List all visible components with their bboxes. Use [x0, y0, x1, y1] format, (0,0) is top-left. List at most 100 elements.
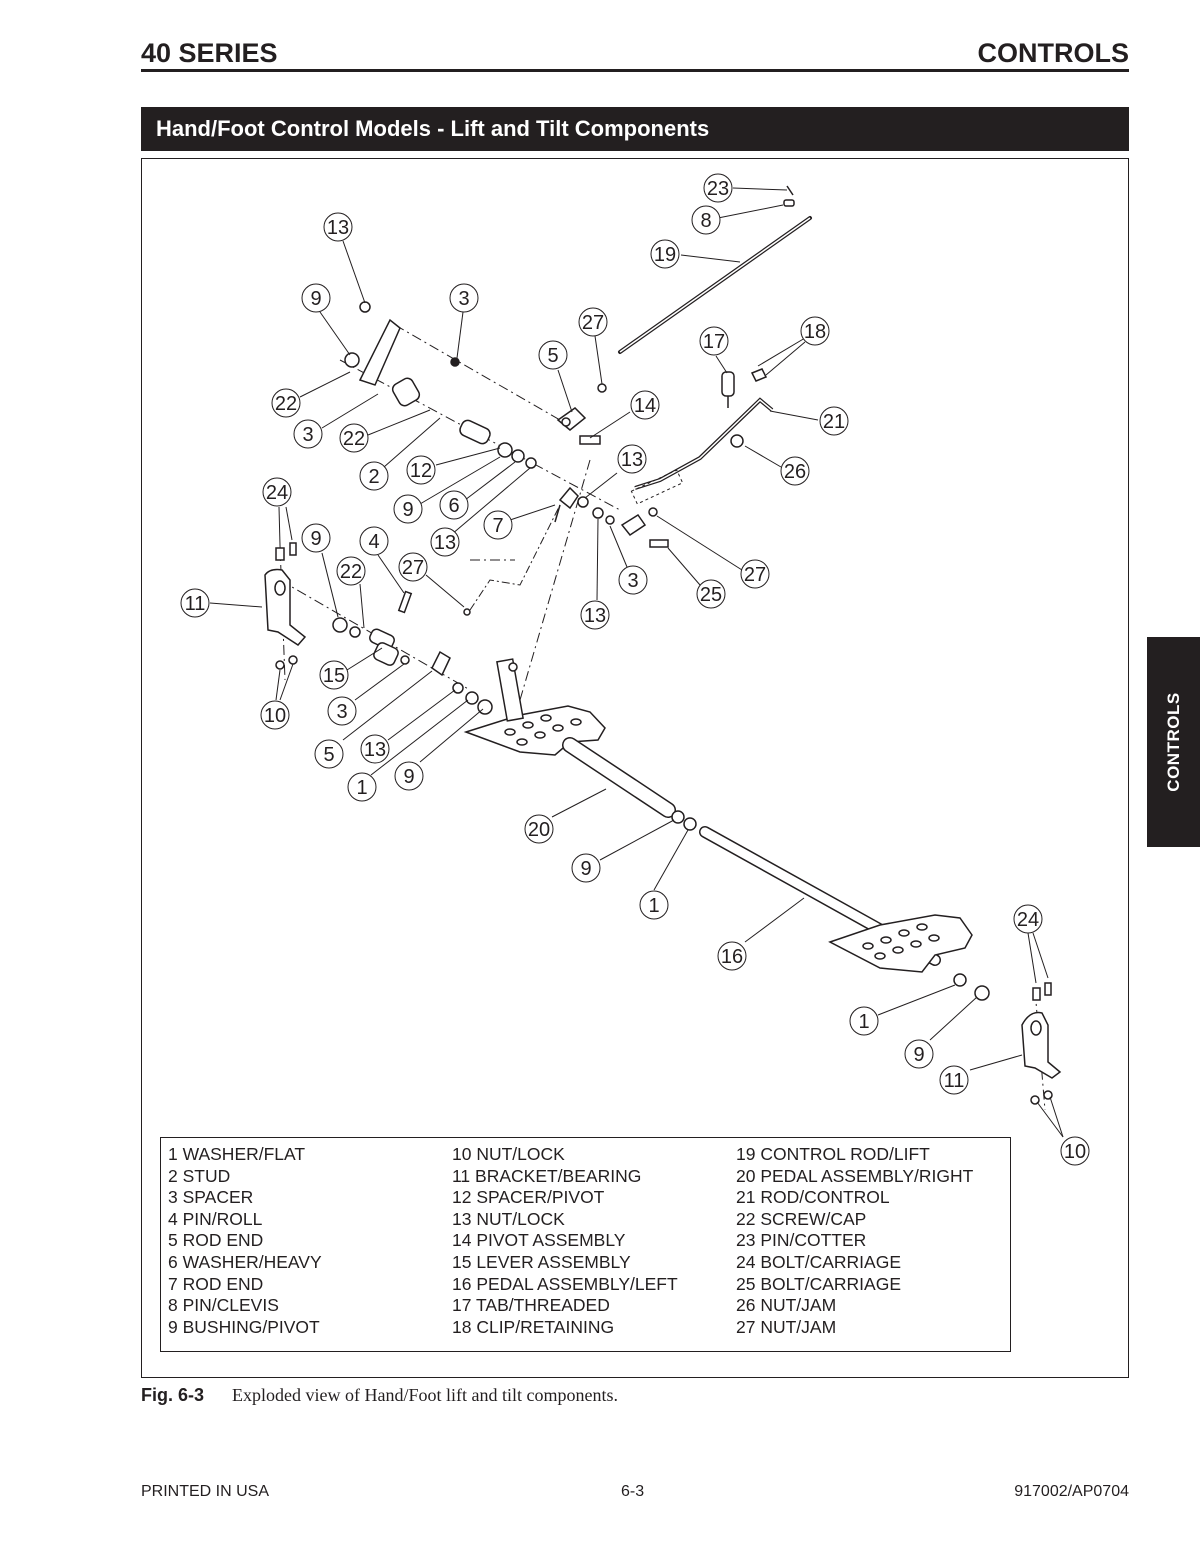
callout-9: 9 [301, 523, 331, 553]
callout-circle [630, 390, 660, 420]
callout-20: 20 [524, 814, 554, 844]
rod-end-center [554, 486, 669, 548]
callout-11: 11 [180, 588, 210, 618]
callout-27: 27 [398, 552, 428, 582]
callout-circle [696, 579, 726, 609]
figure-title-bar: Hand/Foot Control Models - Lift and Tilt… [141, 107, 1129, 151]
legend-item: 15 LEVER ASSEMBLY [452, 1251, 631, 1272]
callout-3: 3 [449, 283, 479, 313]
callout-number: 7 [492, 515, 503, 537]
callout-number: 13 [364, 739, 386, 761]
legend-item: 22 SCREW/CAP [736, 1208, 867, 1229]
callout-circle [449, 283, 479, 313]
figure-frame [141, 158, 1129, 1378]
callout-circle [360, 734, 390, 764]
legend-item: 23 PIN/COTTER [736, 1230, 867, 1251]
callout-number: 9 [403, 766, 414, 788]
callout-circle [319, 660, 349, 690]
rod-end-upper [556, 407, 601, 445]
side-tab-label: CONTROLS [1163, 692, 1183, 792]
legend-item: 14 PIVOT ASSEMBLY [452, 1230, 626, 1251]
footer-page-number: 6-3 [621, 1483, 645, 1500]
legend-item: 13 NUT/LOCK [452, 1208, 565, 1229]
threaded-end [630, 469, 684, 505]
callout-number: 3 [302, 424, 313, 446]
callout-circle [717, 941, 747, 971]
callout-number: 6 [448, 495, 459, 517]
callout-3: 3 [327, 696, 357, 726]
callout-3: 3 [618, 565, 648, 595]
callout-18: 18 [800, 316, 830, 346]
legend-item: 7 ROD END [168, 1273, 264, 1294]
callout-5: 5 [314, 739, 344, 769]
legend-item: 12 SPACER/PIVOT [452, 1187, 605, 1208]
callout-circle [359, 526, 389, 556]
control-rod-lift [618, 216, 812, 354]
callout-number: 25 [700, 584, 722, 606]
callout-1: 1 [347, 772, 377, 802]
legend-item: 4 PIN/ROLL [168, 1208, 263, 1229]
callout-number: 11 [185, 593, 206, 615]
section-side-tab[interactable]: CONTROLS [1147, 637, 1200, 847]
callout-circle [483, 510, 513, 540]
callout-number: 24 [1017, 909, 1039, 931]
callout-circle [314, 739, 344, 769]
callout-circle [639, 890, 669, 920]
callout-number: 5 [323, 744, 334, 766]
callout-circle [904, 1039, 934, 1069]
legend-item: 8 PIN/CLEVIS [168, 1295, 279, 1316]
legend-item: 11 BRACKET/BEARING [452, 1165, 642, 1186]
pedal-assembly-left [699, 826, 990, 1001]
callout-number: 1 [356, 777, 367, 799]
tab-threaded [721, 368, 768, 448]
callout-7: 7 [483, 510, 513, 540]
callout-22: 22 [271, 388, 301, 418]
callout-circle [800, 316, 830, 346]
callout-number: 12 [410, 460, 432, 482]
callout-circle [699, 326, 729, 356]
callout-leaders [209, 187, 1064, 1138]
callout-number: 1 [858, 1011, 869, 1033]
legend-item: 25 BOLT/CARRIAGE [736, 1273, 902, 1294]
callout-circle [691, 205, 721, 235]
callout-circle [430, 527, 460, 557]
legend-item: 27 NUT/JAM [736, 1316, 837, 1337]
zigzag-link-line [469, 504, 561, 611]
callout-number: 10 [264, 705, 286, 727]
assembly-centerlines [279, 324, 1046, 1111]
header-rule [141, 69, 1129, 72]
callout-9: 9 [393, 494, 423, 524]
callout-circle [339, 423, 369, 453]
legend-item: 3 SPACER [168, 1187, 254, 1208]
callout-4: 4 [359, 526, 389, 556]
callout-circle [524, 814, 554, 844]
callout-number: 3 [627, 570, 638, 592]
callout-13: 13 [323, 212, 353, 242]
callout-13: 13 [617, 444, 647, 474]
callout-circle [1060, 1136, 1090, 1166]
callout-circle [578, 307, 608, 337]
callout-number: 4 [368, 531, 379, 553]
callout-21: 21 [819, 406, 849, 436]
callout-25: 25 [696, 579, 726, 609]
callout-circle [406, 455, 436, 485]
legend-item: 21 ROD/CONTROL [736, 1187, 890, 1208]
callout-number: 22 [275, 393, 297, 415]
lever-assembly [332, 590, 493, 715]
callout-number: 22 [340, 561, 362, 583]
callout-circle [617, 444, 647, 474]
callout-9: 9 [301, 283, 331, 313]
callout-12: 12 [406, 455, 436, 485]
callout-number: 2 [368, 466, 379, 488]
callout-number: 13 [621, 449, 643, 471]
callout-13: 13 [580, 600, 610, 630]
callout-number: 14 [634, 395, 656, 417]
legend-item: 2 STUD [168, 1165, 231, 1186]
callout-number: 16 [721, 946, 743, 968]
callout-24: 24 [262, 477, 292, 507]
callout-26: 26 [780, 456, 810, 486]
legend-item: 10 NUT/LOCK [452, 1144, 565, 1164]
callout-9: 9 [571, 853, 601, 883]
